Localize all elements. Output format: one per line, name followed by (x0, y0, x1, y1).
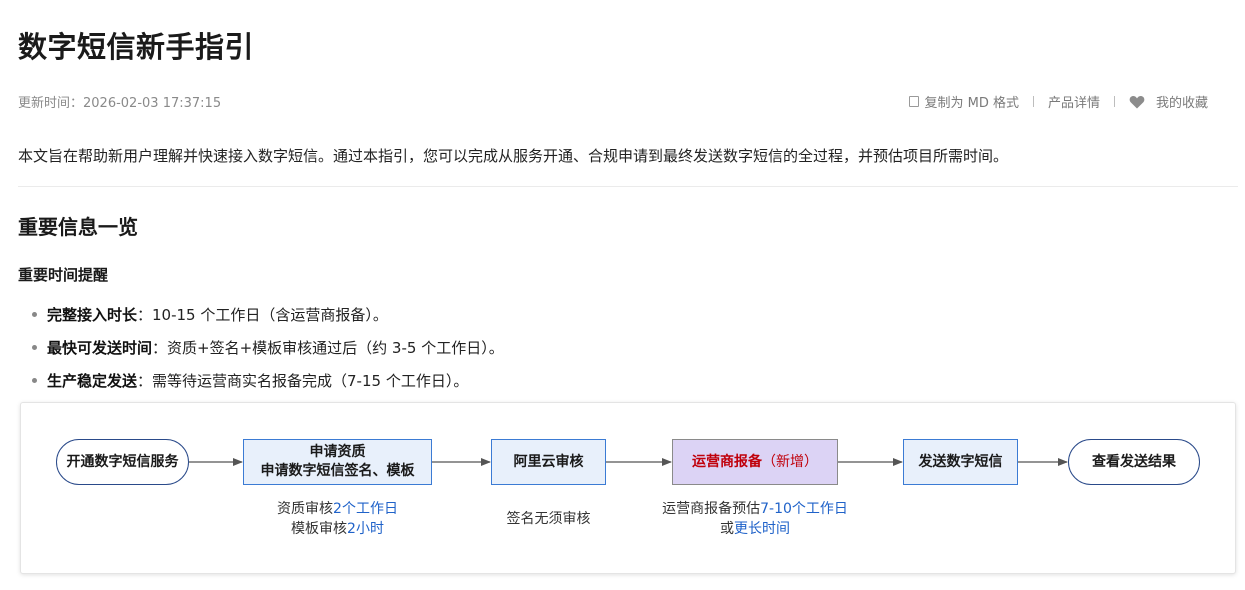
flow-step-review: 阿里云审核 (491, 439, 606, 485)
flow-step-label: 查看发送结果 (1092, 453, 1176, 470)
flow-step-carrier-report: 运营商报备（新增） (672, 439, 838, 485)
flow-step-extra: （新增） (762, 453, 818, 470)
flow-note-review: 签名无须审核 (471, 509, 626, 529)
note-value: 2小时 (347, 521, 384, 537)
favorites-label: 我的收藏 (1155, 96, 1208, 111)
flow-step-send: 发送数字短信 (903, 439, 1018, 485)
bullet-label: 生产稳定发送 (47, 372, 138, 390)
flow-arrows (189, 458, 1068, 466)
note-value: 7-10个工作日 (760, 501, 848, 517)
section-title: 重要信息一览 (18, 215, 138, 239)
note-value: 更长时间 (734, 521, 790, 537)
note-text: 运营商报备预估 (662, 501, 761, 517)
flow-step-apply: 申请资质 申请数字短信签名、模板 (243, 439, 432, 485)
time-reminder-list: 完整接入时长：10-15 个工作日（含运营商报备）。 最快可发送时间：资质+签名… (32, 298, 504, 397)
update-label: 更新时间： (18, 96, 84, 111)
list-item: 完整接入时长：10-15 个工作日（含运营商报备）。 (32, 298, 504, 331)
list-item: 最快可发送时间：资质+签名+模板审核通过后（约 3-5 个工作日）。 (32, 331, 504, 364)
flow-note-apply: 资质审核2个工作日 模板审核2小时 (243, 499, 432, 539)
section-divider (18, 186, 1238, 187)
favorites-button[interactable]: 我的收藏 (1129, 92, 1208, 111)
flow-step-label: 发送数字短信 (918, 453, 1003, 470)
bullet-label: 最快可发送时间 (47, 339, 153, 357)
flow-step-label: 运营商报备 (692, 453, 762, 470)
bullet-text: ：需等待运营商实名报备完成（7-15 个工作日）。 (137, 372, 469, 390)
flow-step-label: 开通数字短信服务 (66, 453, 179, 470)
bullet-text: ：10-15 个工作日（含运营商报备）。 (137, 306, 388, 324)
update-time: 2026-02-03 17:37:15 (83, 96, 222, 111)
flow-step-label: 申请资质 (309, 444, 366, 460)
product-detail-link[interactable]: 产品详情 (1048, 92, 1100, 111)
note-text: 签名无须审核 (506, 511, 591, 527)
product-detail-label: 产品详情 (1047, 96, 1100, 111)
note-text: 资质审核 (277, 501, 334, 517)
list-item: 生产稳定发送：需等待运营商实名报备完成（7-15 个工作日）。 (32, 364, 504, 397)
action-divider (1113, 96, 1115, 107)
subsection-title: 重要时间提醒 (18, 266, 109, 284)
copy-md-label: 复制为 MD 格式 (924, 96, 1019, 111)
flow-step-label: 申请数字短信签名、模板 (260, 463, 415, 479)
note-value: 2个工作日 (333, 501, 398, 517)
flow-step-label: 阿里云审核 (513, 453, 584, 470)
page-title: 数字短信新手指引 (18, 30, 255, 64)
note-text: 或 (720, 521, 734, 537)
action-divider (1032, 96, 1034, 107)
flow-note-carrier: 运营商报备预估7-10个工作日 或更长时间 (635, 499, 875, 539)
page-actions: 复制为 MD 格式 产品详情 我的收藏 (909, 92, 1208, 111)
flow-step-view-result: 查看发送结果 (1068, 439, 1200, 485)
bullet-text: ：资质+签名+模板审核通过后（约 3-5 个工作日）。 (152, 339, 504, 357)
note-text: 模板审核 (291, 521, 348, 537)
heart-icon (1129, 95, 1145, 108)
copy-icon (909, 96, 920, 107)
flow-step-activate: 开通数字短信服务 (56, 439, 189, 485)
meta-row: 更新时间：2026-02-03 17:37:15 复制为 MD 格式 产品详情 … (18, 90, 1228, 111)
copy-md-button[interactable]: 复制为 MD 格式 (909, 92, 1019, 111)
bullet-label: 完整接入时长 (47, 306, 138, 324)
onboarding-flow-diagram: 开通数字短信服务 申请资质 申请数字短信签名、模板 阿里云审核 运营商报备（新增… (20, 402, 1236, 574)
intro-paragraph: 本文旨在帮助新用户理解并快速接入数字短信。通过本指引，您可以完成从服务开通、合规… (18, 147, 1009, 165)
update-info: 更新时间：2026-02-03 17:37:15 (18, 92, 221, 111)
